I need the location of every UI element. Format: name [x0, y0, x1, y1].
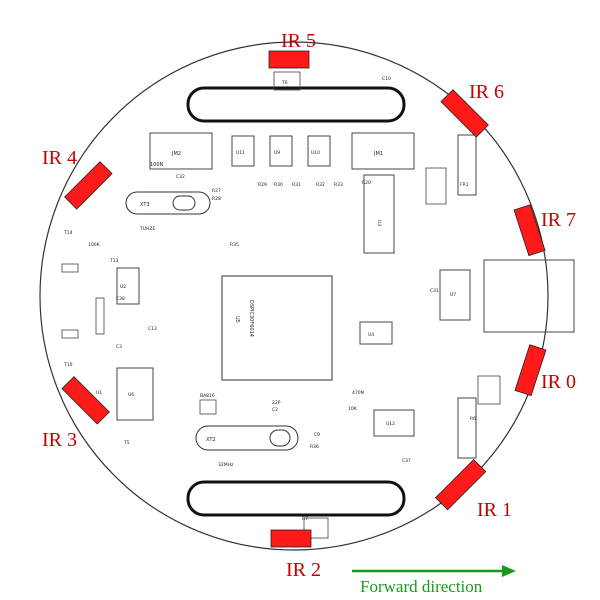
- ir2-sensor: [270, 529, 312, 548]
- r28-label: R28: [212, 196, 221, 202]
- r6-label: R6: [470, 416, 476, 422]
- xt2-label: XT2: [206, 437, 216, 443]
- forward-arrow-head: [502, 565, 516, 577]
- u12-label: U12: [386, 421, 395, 427]
- ir5-sensor: [268, 50, 310, 69]
- ir7-label: IR 7: [541, 209, 576, 231]
- u9-chip: [269, 135, 293, 167]
- mcu-label: DSPIC30F6014: [248, 300, 254, 337]
- c9-label: C9: [314, 432, 320, 438]
- ir7-sensor: [513, 204, 546, 257]
- c2-label: C2: [272, 407, 278, 413]
- ir4-label: IR 4: [42, 147, 77, 169]
- r30-label: R30: [274, 182, 283, 188]
- u2-label: U2: [120, 284, 126, 290]
- c10-label: C10: [382, 76, 391, 82]
- r31-label: R31: [292, 182, 301, 188]
- xt2-freq: 32MHz: [218, 462, 234, 468]
- xt3-freq: TUHZE: [139, 226, 156, 232]
- r27-label: R27: [212, 188, 221, 194]
- v10k-label: 10K: [348, 406, 358, 412]
- r36-label: R36: [310, 444, 319, 450]
- ir6-label: IR 6: [469, 81, 504, 103]
- right-connector-mid: [483, 259, 575, 333]
- u12-chip: [373, 409, 415, 437]
- left-smd-1: [61, 263, 79, 273]
- jm2-label: JM2: [171, 151, 181, 157]
- r33-label: R33: [334, 182, 343, 188]
- ir3-label: IR 3: [42, 429, 77, 451]
- ir6-sensor: [440, 89, 489, 138]
- u4-chip: [359, 321, 393, 345]
- r20-label: R20: [362, 180, 371, 186]
- ir1-sensor: [434, 458, 487, 511]
- xt3-label: XT3: [140, 202, 150, 208]
- lower-slot: [186, 480, 406, 517]
- ir0-sensor: [514, 344, 547, 397]
- right-connector-upper: [457, 134, 477, 196]
- t10-label: T10: [63, 362, 73, 368]
- right-upper-ic: [425, 167, 447, 205]
- ba816-label: BA816: [200, 393, 215, 399]
- mcu-chip: [221, 275, 333, 381]
- r32-label: R32: [316, 182, 325, 188]
- u9-label: U9: [274, 150, 280, 156]
- u4-label: U4: [368, 332, 374, 338]
- t14-label: T14: [63, 230, 73, 236]
- ba816-part: [199, 399, 217, 415]
- upper-slot: [186, 86, 406, 123]
- v470n-label: 470N: [352, 390, 364, 396]
- ir2-label: IR 2: [286, 559, 321, 581]
- jm-left-label: 100K: [88, 242, 101, 248]
- forward-direction-label: Forward direction: [360, 577, 483, 596]
- ir4-sensor: [64, 161, 113, 210]
- bottom-t-group: [303, 517, 329, 539]
- u11-label: U11: [236, 150, 245, 156]
- r7-label: R7: [302, 516, 308, 522]
- xt3-inner: [172, 195, 196, 211]
- c38-label: C38: [116, 296, 125, 302]
- xt2-crystal: [195, 425, 299, 451]
- ir3-sensor: [61, 376, 110, 425]
- fr-label: FR1: [460, 182, 469, 188]
- t13-label: T13: [109, 258, 119, 264]
- u6-label: U6: [128, 392, 134, 398]
- c13-label: C13: [148, 326, 157, 332]
- r29-label: R29: [258, 182, 267, 188]
- u7-label: U7: [450, 292, 456, 298]
- r35-label: R35: [230, 242, 239, 248]
- u2-chip: [116, 267, 140, 305]
- u10-chip: [307, 135, 331, 167]
- left-smd-2: [61, 329, 79, 339]
- left-smd-3: [95, 297, 105, 335]
- u3-block: [363, 174, 395, 254]
- xt3-crystal: [125, 191, 211, 215]
- u1-label: U1: [96, 390, 102, 396]
- t6-group: [273, 71, 301, 91]
- ir5-label: IR 5: [281, 30, 316, 52]
- ir1-label: IR 1: [477, 499, 512, 521]
- c31-label: C31: [430, 288, 439, 294]
- u11-chip: [231, 135, 255, 167]
- right-connector-lower: [457, 397, 477, 459]
- c3-label: C3: [116, 344, 122, 350]
- v100n-label: 100N: [150, 162, 164, 168]
- t5-label: T5: [123, 440, 130, 446]
- right-lower-ic: [477, 375, 501, 405]
- jm2-module: [149, 132, 213, 170]
- t6-label: T6: [281, 80, 288, 86]
- jm1-module: [351, 132, 415, 170]
- jm1-label: JM1: [373, 151, 383, 157]
- xt2-inner: [269, 429, 291, 447]
- u7-chip: [439, 269, 471, 321]
- v22p-label: 22P: [272, 400, 281, 406]
- mcu-ref: U5: [234, 316, 240, 323]
- u10-label: U10: [311, 150, 320, 156]
- c37-label: C37: [402, 458, 411, 464]
- u3-label: U3: [376, 220, 382, 226]
- u6-chip: [116, 367, 154, 421]
- ir0-label: IR 0: [541, 371, 576, 393]
- c32-label: C32: [176, 174, 185, 180]
